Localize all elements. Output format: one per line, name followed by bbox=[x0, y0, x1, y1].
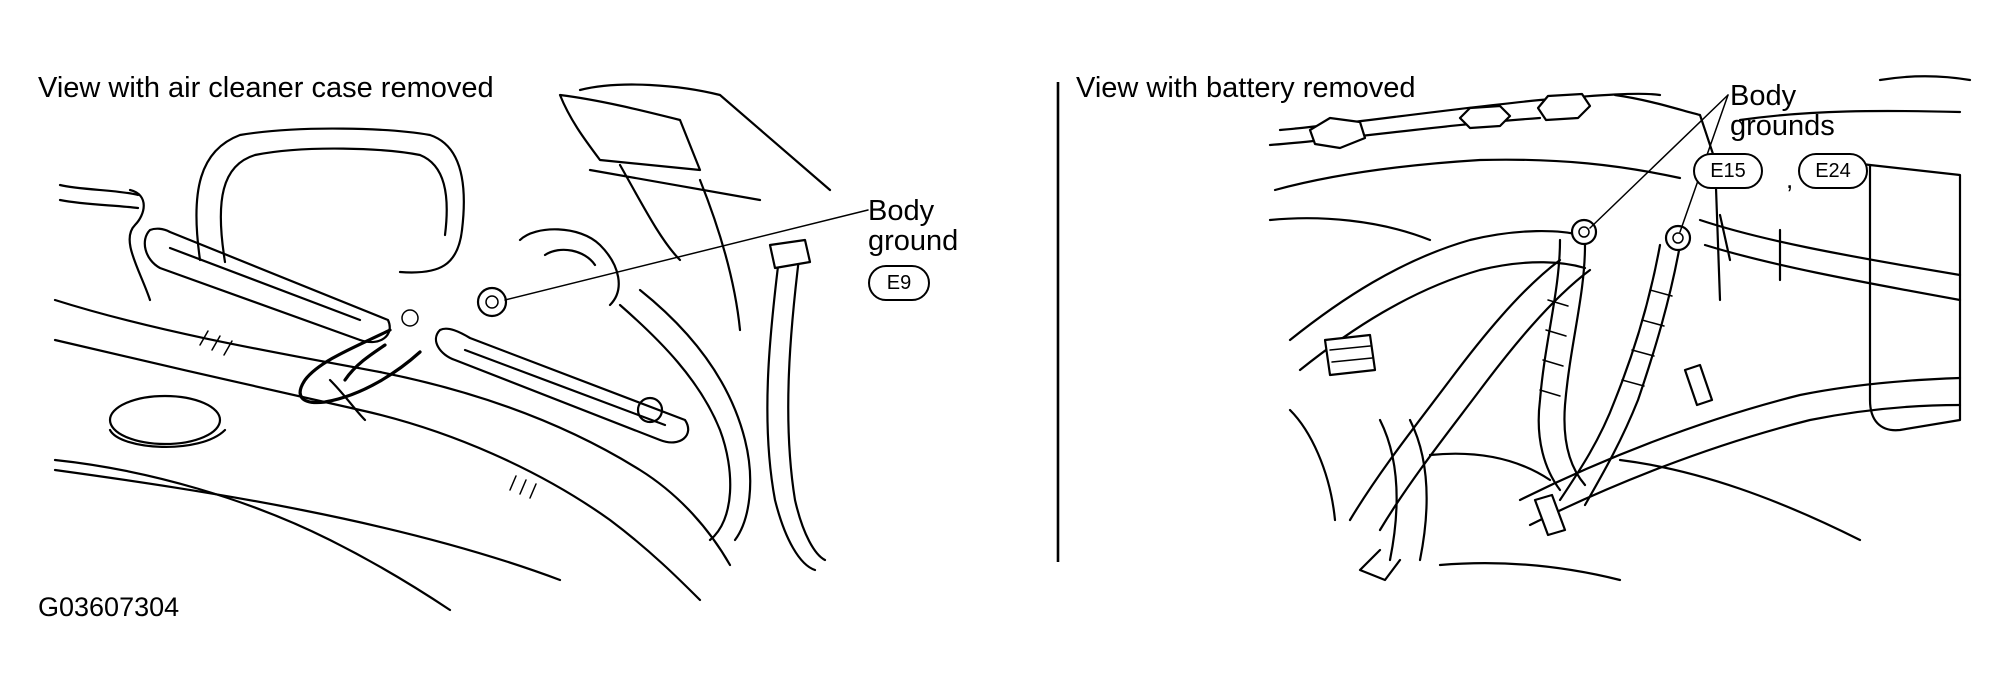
right-callout-line1: Body bbox=[1730, 80, 1797, 112]
connector-e24-badge: E24 bbox=[1798, 153, 1868, 189]
connector-separator: , bbox=[1786, 164, 1794, 194]
leader-line-right-a bbox=[1589, 94, 1729, 229]
connector-e15-badge: E15 bbox=[1693, 153, 1763, 189]
engine-bay-left-drawing bbox=[53, 83, 832, 612]
right-view-caption: View with battery removed bbox=[1076, 72, 1416, 104]
connector-e9-badge: E9 bbox=[868, 265, 930, 301]
engine-bay-right-drawing bbox=[1268, 75, 1972, 582]
left-view-caption: View with air cleaner case removed bbox=[38, 72, 494, 104]
leader-line-left bbox=[504, 209, 869, 301]
right-callout-line2: grounds bbox=[1730, 110, 1835, 142]
left-callout-line2: ground bbox=[868, 225, 959, 257]
figure-id: G03607304 bbox=[38, 592, 180, 622]
left-callout-line1: Body bbox=[868, 195, 935, 227]
